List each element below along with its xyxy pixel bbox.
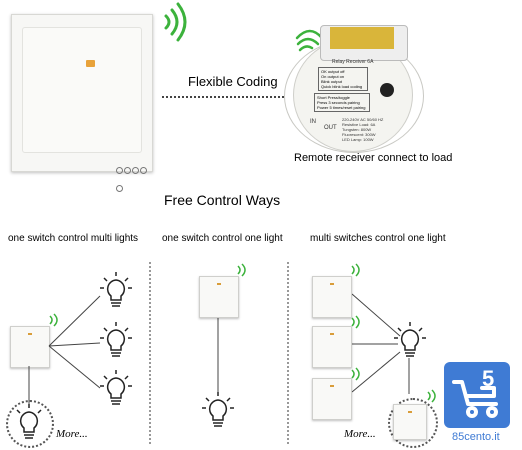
wireless-signal-icon — [295, 29, 324, 52]
wireless-signal-icon — [351, 367, 360, 381]
section-title: Free Control Ways — [164, 192, 281, 208]
wireless-signal-icon — [49, 313, 58, 327]
coding-label: Flexible Coding — [188, 74, 278, 89]
bulb-icon — [202, 392, 234, 427]
more-label: More... — [56, 428, 88, 440]
bulb-icon — [100, 272, 132, 307]
column-label-one-light: one switch control one light — [162, 233, 283, 244]
wireless-signal-icon — [351, 315, 360, 329]
switch-indicator-dots — [116, 161, 154, 192]
brand-logo: 5 — [444, 362, 510, 428]
more-bulb-circle — [6, 400, 54, 448]
logo-glyph: 5 — [482, 366, 495, 391]
wireless-signal-icon — [351, 263, 360, 277]
brand-text: 85cento.it — [452, 431, 500, 443]
bulb-icon — [100, 370, 132, 405]
coding-link-line — [162, 96, 284, 98]
bulb-icon — [394, 322, 426, 357]
column-label-multi-lights: one switch control multi lights — [8, 233, 139, 244]
wireless-signal-icon — [427, 389, 436, 403]
bulb-icon — [16, 404, 42, 439]
wireless-signal-icon — [164, 2, 187, 42]
column-divider — [149, 262, 151, 444]
wall-switch — [11, 14, 154, 192]
switch-plate — [22, 27, 142, 153]
cart-icon — [452, 380, 498, 418]
switch-small — [312, 378, 352, 420]
wireless-signal-icon — [237, 263, 246, 277]
receiver-out-label: OUT — [324, 125, 337, 131]
switch-small — [312, 326, 352, 368]
receiver-caption: Remote receiver connect to load — [294, 152, 453, 164]
receiver-label-sticker — [330, 27, 394, 49]
switch-small — [393, 404, 427, 440]
switch-small — [312, 276, 352, 318]
bulb-icon — [100, 322, 132, 357]
column-label-multi-switches: multi switches control one light — [310, 233, 446, 244]
receiver-name: Relay Receiver 6A — [332, 59, 374, 65]
switch-small — [10, 326, 50, 368]
switch-small — [199, 276, 239, 318]
switch-led — [86, 60, 95, 67]
more-label: More... — [344, 428, 376, 440]
receiver-in-label: IN — [310, 119, 316, 125]
more-switch-circle — [388, 398, 438, 448]
receiver-button — [380, 83, 394, 97]
column-divider — [287, 262, 289, 444]
